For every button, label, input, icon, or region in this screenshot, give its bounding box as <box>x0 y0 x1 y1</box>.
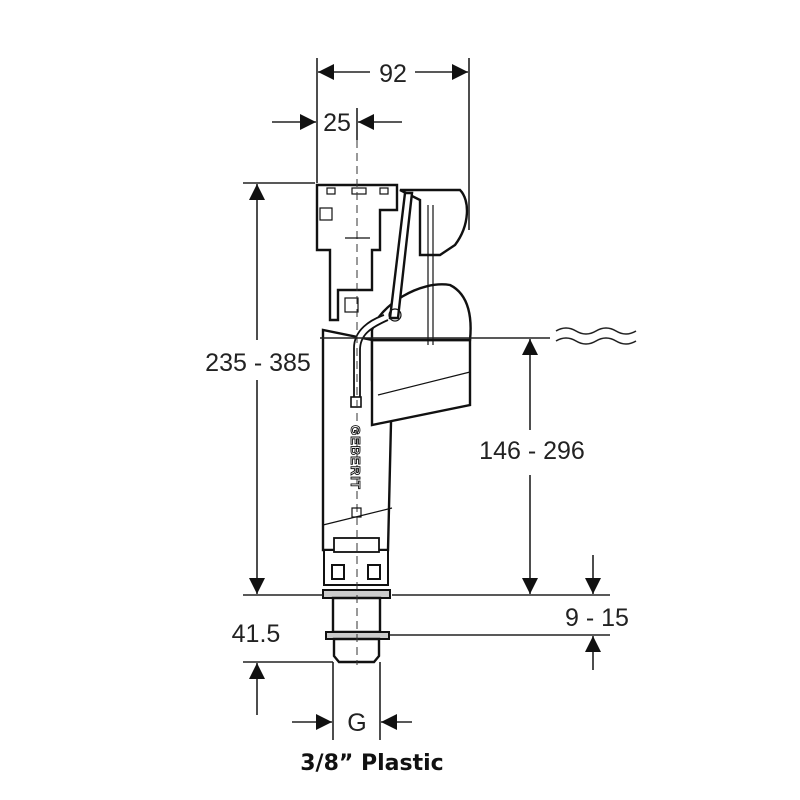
caption: 3/8” Plastic <box>300 751 443 776</box>
dimension-label-41-5: 41.5 <box>232 620 281 648</box>
geberit-logo: GEBERIT <box>348 425 363 490</box>
dimension-label-g: G <box>347 709 366 737</box>
dimension-25: 25 <box>272 108 402 140</box>
fill-valve-body: GEBERIT <box>315 140 472 665</box>
dimension-overall-height: 235 - 385 <box>205 182 323 596</box>
dimension-label-9-15: 9 - 15 <box>565 604 629 632</box>
dimension-label-height: 235 - 385 <box>205 349 311 377</box>
dimension-label-water-level: 146 - 296 <box>479 437 585 465</box>
dimension-label-92: 92 <box>379 60 407 88</box>
dimension-41-5: 41.5 <box>232 620 333 715</box>
water-wave-icon <box>555 327 637 335</box>
dimension-92: 92 <box>316 58 470 230</box>
dimension-label-25: 25 <box>323 109 351 137</box>
dimension-9-15: 9 - 15 <box>390 555 629 670</box>
water-level: 146 - 296 <box>320 327 637 596</box>
dimension-thread: G <box>292 662 412 740</box>
